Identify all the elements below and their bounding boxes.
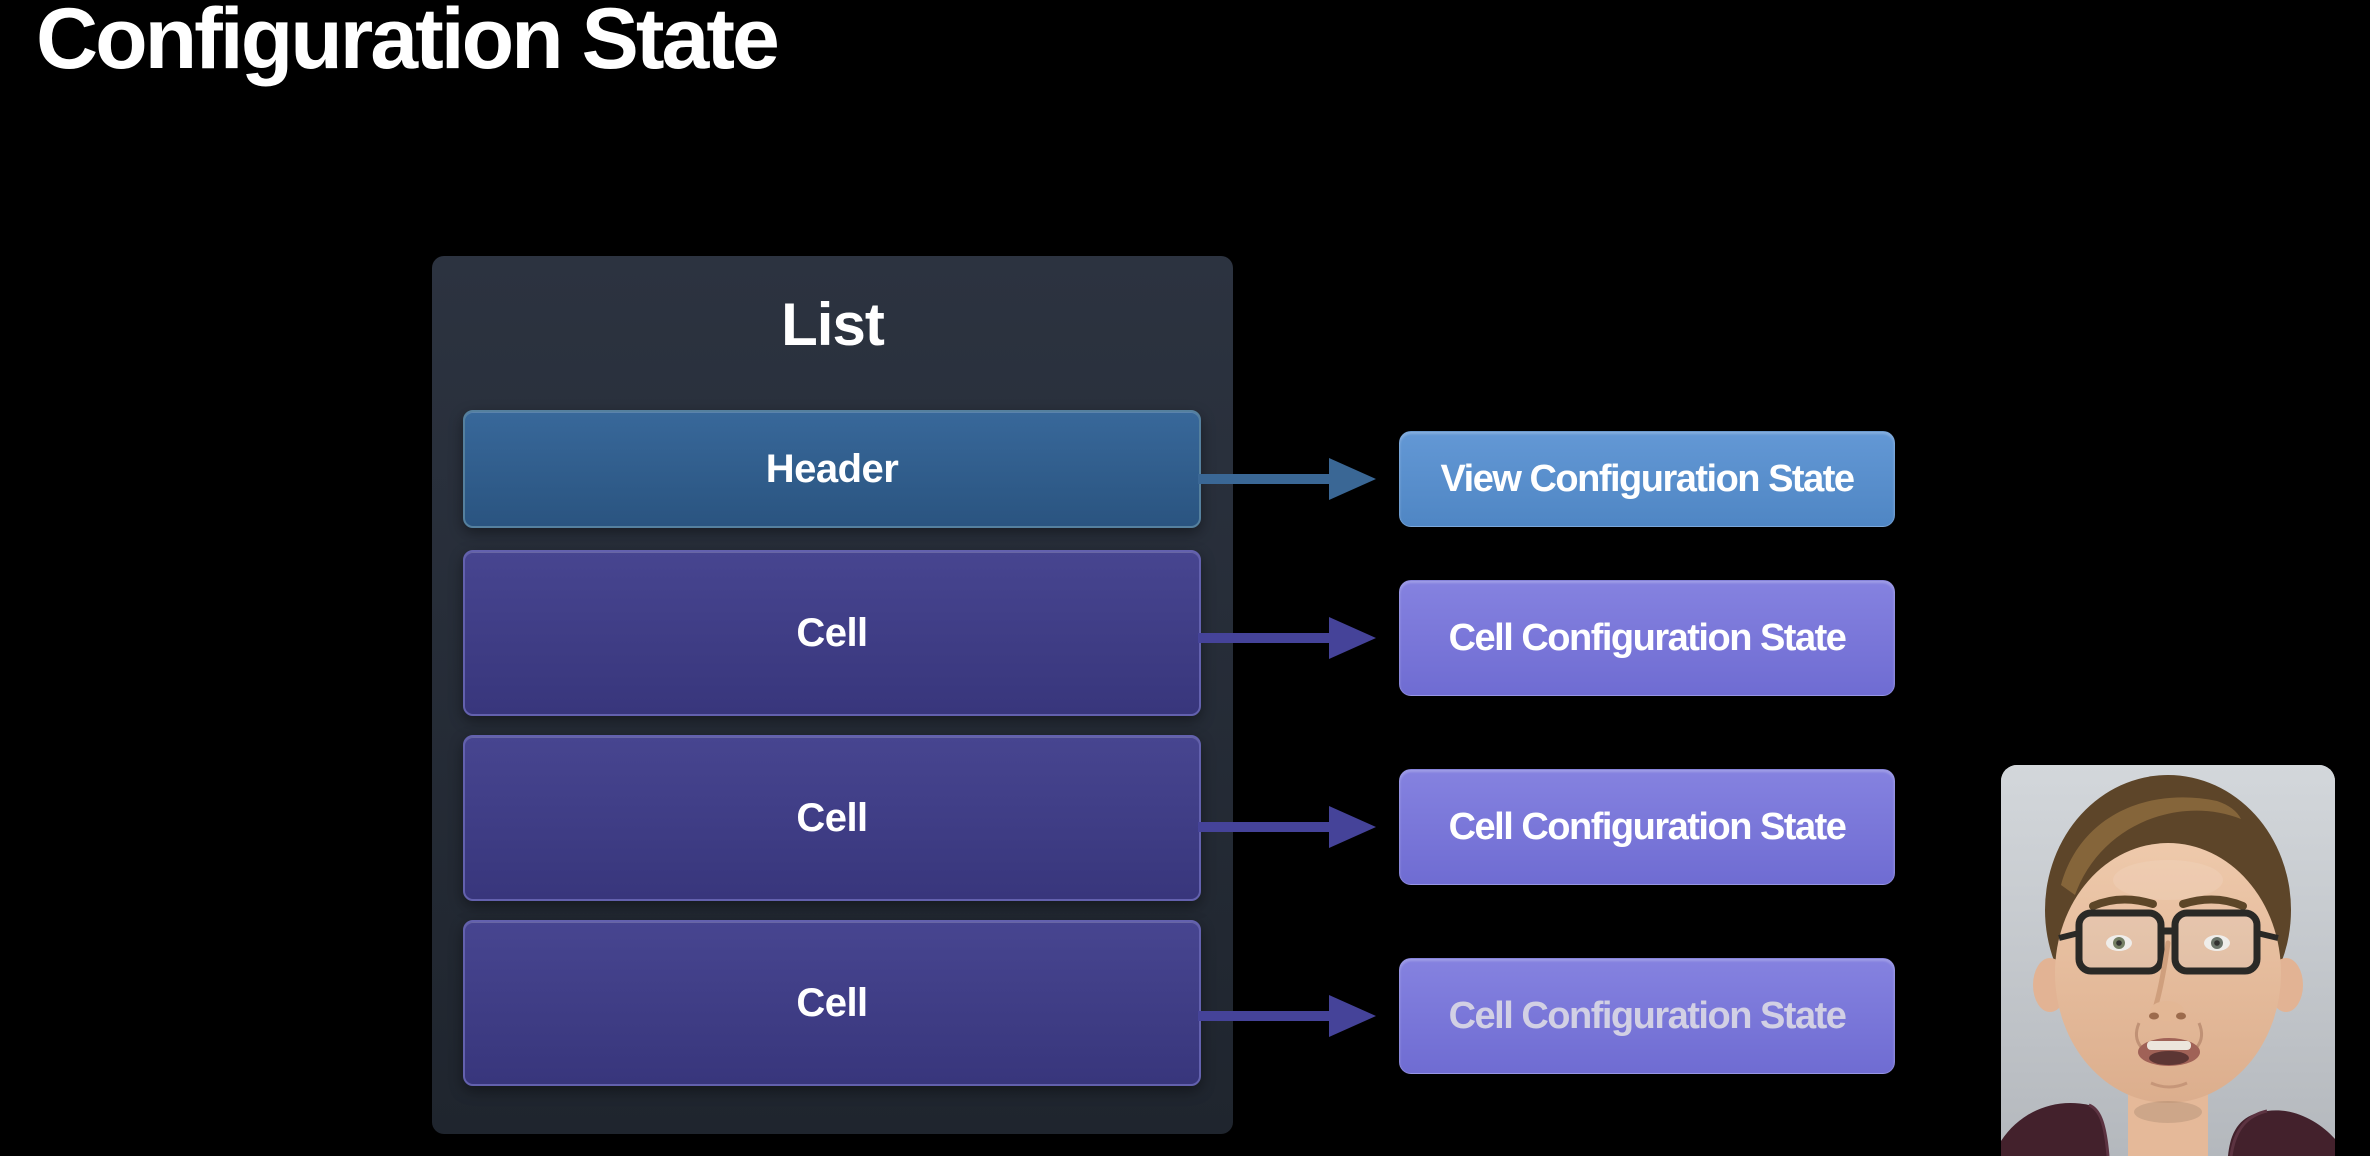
presenter-portrait-illustration	[2001, 765, 2335, 1156]
state-box-cell-configuration-1-label: Cell Configuration State	[1448, 616, 1847, 659]
arrow-right-icon-cell2-to-cell-state	[1198, 803, 1378, 851]
nose-icon	[2149, 940, 2186, 1021]
state-box-cell-configuration-3: Cell Configuration State	[1399, 958, 1895, 1074]
list-row-cell-2-label: Cell	[796, 795, 868, 840]
state-box-cell-configuration-2-label: Cell Configuration State	[1448, 805, 1847, 848]
list-row-cell-1-label: Cell	[796, 610, 868, 655]
list-row-cell-3-label: Cell	[796, 980, 868, 1025]
forehead-highlight	[2113, 860, 2223, 900]
mouth-icon	[2138, 1038, 2200, 1066]
arrow-right-icon-cell1-to-cell-state	[1198, 614, 1378, 662]
list-panel: List Header Cell Cell Cell	[432, 256, 1233, 1134]
face	[2055, 843, 2281, 1103]
state-box-view-configuration: View Configuration State	[1399, 431, 1895, 527]
list-row-header-label: Header	[765, 446, 899, 491]
eyes-icon	[2106, 935, 2230, 951]
list-row-cell-1: Cell	[463, 550, 1201, 716]
face-shading	[2134, 1022, 2204, 1123]
shirt-icon	[2001, 1102, 2335, 1156]
state-box-view-configuration-label: View Configuration State	[1440, 457, 1855, 500]
state-box-cell-configuration-2: Cell Configuration State	[1399, 769, 1895, 885]
arrow-right-icon-header-to-view-state	[1198, 455, 1378, 503]
list-row-cell-2: Cell	[463, 735, 1201, 901]
glasses-icon	[2058, 909, 2279, 975]
presenter-video	[2001, 765, 2335, 1156]
state-box-cell-configuration-3-label: Cell Configuration State	[1448, 994, 1847, 1037]
eyebrows-icon	[2089, 895, 2247, 910]
slide-title: Configuration State	[36, 0, 780, 87]
state-box-cell-configuration-1: Cell Configuration State	[1399, 580, 1895, 696]
list-panel-title: List	[781, 291, 885, 358]
list-row-cell-3: Cell	[463, 920, 1201, 1086]
list-row-header: Header	[463, 410, 1201, 528]
arrow-right-icon-cell3-to-cell-state	[1198, 992, 1378, 1040]
